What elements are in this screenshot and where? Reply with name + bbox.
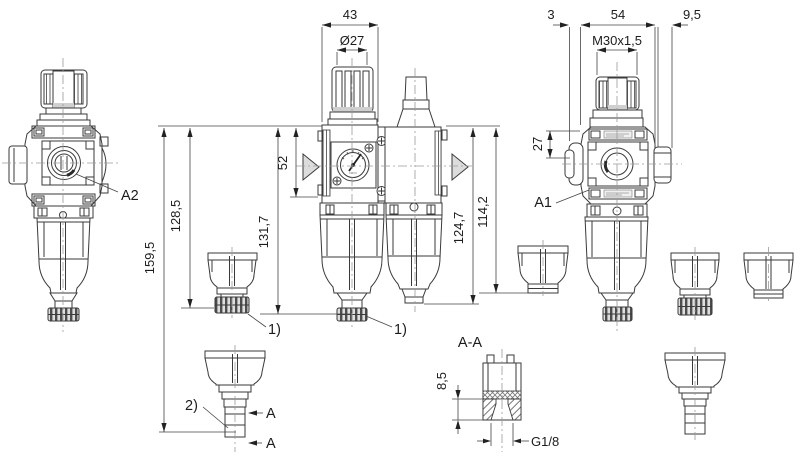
label-a2: A2 xyxy=(121,188,139,204)
note-drain-right: 1) xyxy=(394,322,407,338)
lubricator-body-front xyxy=(384,126,442,204)
lubricator-fill-cap xyxy=(396,76,436,128)
filter-bowl-side xyxy=(36,217,91,322)
dim-height-bowl: 128,5 xyxy=(168,200,183,233)
dim-height-drain: 131,7 xyxy=(256,216,271,249)
dim-flow-axis-height: 52 xyxy=(275,156,290,170)
dim-port-offset: 27 xyxy=(530,137,545,151)
label-a1: A1 xyxy=(534,195,552,211)
dim-knob-diameter: Ø27 xyxy=(340,33,365,48)
inlet-boss xyxy=(653,146,672,184)
section-title: A-A xyxy=(458,335,483,351)
dim-port-depth: 9,5 xyxy=(683,7,701,22)
regulator-side-view-a2: A2 xyxy=(8,69,139,322)
dim-section-thread: G1/8 xyxy=(531,434,559,449)
filter-bowl-side xyxy=(584,216,649,322)
dim-thread-size: M30x1,5 xyxy=(592,33,642,48)
pressure-gauge xyxy=(332,143,374,186)
dim-knob-width: 43 xyxy=(343,7,357,22)
product-label-top xyxy=(603,130,633,139)
lubricator-spout xyxy=(404,296,424,304)
a1-leader xyxy=(555,189,590,204)
dim-gap: 3 xyxy=(547,7,554,22)
centerlines xyxy=(2,58,769,452)
dim-section-depth: 8,5 xyxy=(434,372,449,390)
dim-body-width: 54 xyxy=(611,7,625,22)
section-cut-marker-bottom: A xyxy=(266,436,276,452)
regulator-knob-front xyxy=(327,66,378,126)
a2-leader xyxy=(75,173,119,193)
note-callouts: 1) 1) 2) A A xyxy=(185,313,407,452)
adjust-knob-side xyxy=(589,76,644,128)
gauge-port-a2 xyxy=(47,146,81,180)
note-drain-left: 1) xyxy=(268,322,281,338)
inlet-boss xyxy=(8,145,28,185)
dimension-lines: 43 Ø27 3 54 9,5 M30x1,5 27 159,5 xyxy=(142,7,701,433)
flow-direction-in-icon xyxy=(302,152,320,182)
flow-direction-out-icon xyxy=(451,152,469,182)
bowl-clamp xyxy=(33,205,94,219)
product-label-bottom xyxy=(603,189,633,198)
frl-front-view xyxy=(302,66,469,322)
note-stem: 2) xyxy=(185,398,198,414)
dim-height-overall: 159,5 xyxy=(142,242,157,275)
section-cut-marker-top: A xyxy=(266,406,276,422)
lubricator-bowl-front xyxy=(385,202,443,304)
section-a-a: A-A 8,5 G1/8 xyxy=(434,335,559,449)
bowl-variant-knurl-left xyxy=(207,252,258,314)
gauge-needle xyxy=(348,153,362,172)
dim-height-lubricator-bowl: 114,2 xyxy=(475,196,490,228)
dim-height-lubricator: 124,7 xyxy=(451,212,466,245)
adjust-knob-side xyxy=(36,69,91,127)
